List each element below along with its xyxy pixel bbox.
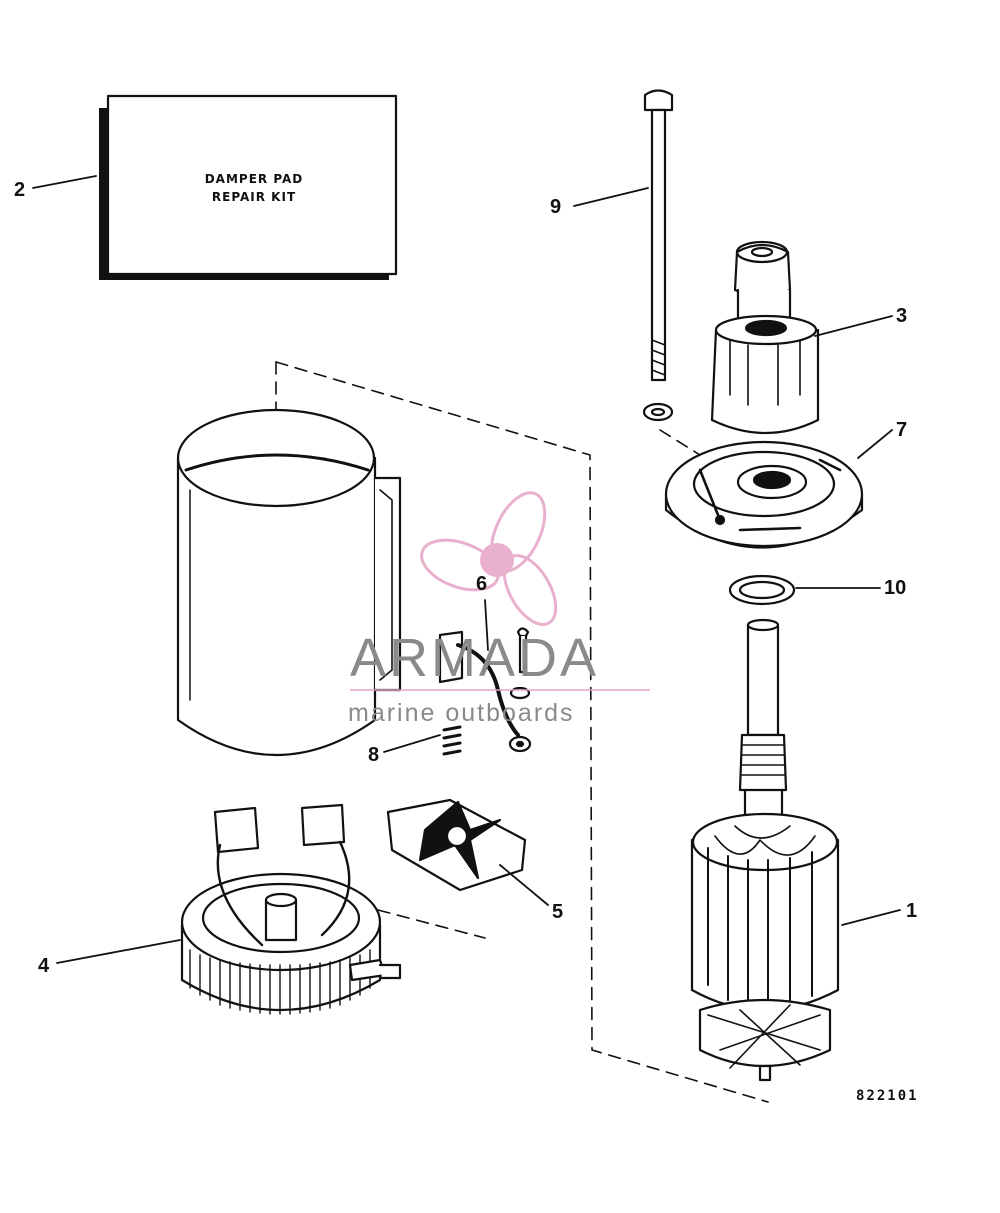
callout-2: 2: [14, 179, 26, 201]
watermark-brand: ARMADA: [350, 628, 600, 688]
part-5-brush-holder: [386, 798, 527, 892]
callout-7: 7: [896, 419, 908, 441]
callout-8: 8: [368, 744, 380, 766]
repair-kit-label-line1: DAMPER PAD: [204, 172, 304, 186]
part-2-repair-kit-box: [99, 94, 398, 280]
callout-4: 4: [38, 955, 50, 977]
part-10-thrust-washer: [728, 574, 796, 606]
callout-9: 9: [550, 196, 562, 218]
watermark-propeller-icon: [420, 491, 558, 626]
callout-5: 5: [552, 901, 564, 923]
part-7-drive-end-cap: [664, 440, 864, 549]
watermark-tagline: marine outboards: [348, 699, 575, 727]
part-9-through-bolt: [642, 89, 674, 422]
part-1-armature: [690, 618, 840, 1082]
callout-6: 6: [476, 573, 488, 595]
repair-kit-label-line2: REPAIR KIT: [211, 190, 297, 204]
repair-kit-label: DAMPER PAD REPAIR KIT: [110, 170, 398, 206]
part-3-drive-pinion: [710, 240, 820, 434]
part-8-spring: [442, 725, 462, 756]
reference-code: 822101: [856, 1088, 919, 1104]
callout-1: 1: [906, 900, 918, 922]
callout-10: 10: [884, 577, 907, 599]
leader-lines: [32, 175, 901, 964]
part-4-commutator-end-cap: [180, 803, 402, 1015]
callout-3: 3: [896, 305, 908, 327]
starter-frame-housing: [176, 408, 402, 757]
